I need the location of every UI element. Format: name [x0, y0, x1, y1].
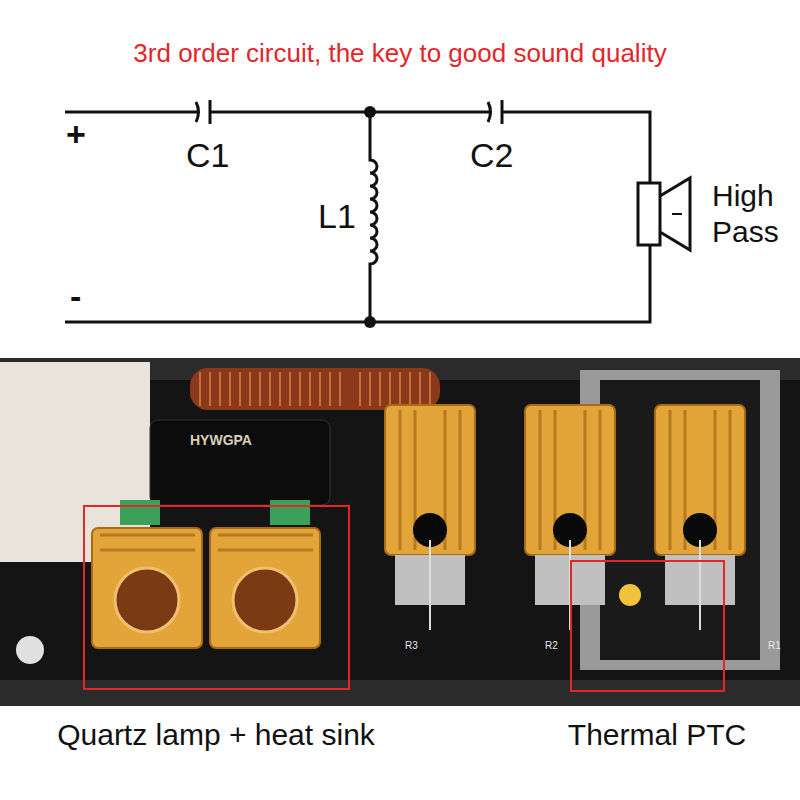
terminal-sign: + — [66, 114, 86, 155]
schematic — [65, 100, 690, 322]
crossover-photo — [0, 358, 800, 706]
component-label: C2 — [470, 135, 513, 176]
board-marking: R3 — [405, 640, 418, 652]
highlight-frame: Quartz lamp + heat sink — [83, 505, 350, 690]
junction-dot — [364, 106, 376, 118]
board-marking: R1 — [768, 640, 781, 652]
speaker-label: High Pass — [712, 178, 792, 250]
board-marking: R2 — [545, 640, 558, 652]
component-label: L1 — [318, 196, 356, 237]
highlight-frame: Thermal PTC — [570, 560, 725, 692]
capacitor-brand: HYWGPA — [190, 432, 252, 449]
terminal-sign: - — [70, 276, 81, 317]
callout-caption: Thermal PTC — [568, 718, 746, 752]
title: 3rd order circuit, the key to good sound… — [0, 38, 800, 69]
junction-dot — [364, 316, 376, 328]
component-label: C1 — [186, 135, 229, 176]
callout-caption: Quartz lamp + heat sink — [57, 718, 375, 752]
